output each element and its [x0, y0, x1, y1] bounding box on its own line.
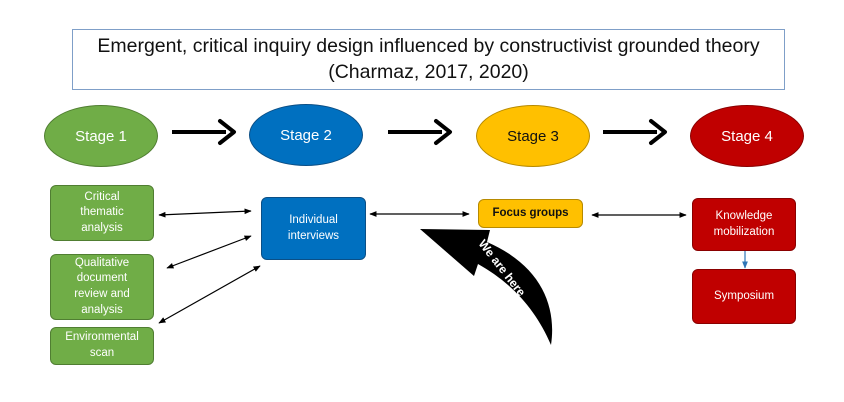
environmental-scan-box: Environmental scan — [50, 327, 154, 365]
focus-groups-box: Focus groups — [478, 199, 583, 228]
we-are-here-arrow — [420, 229, 553, 345]
stage-arrow-1-2 — [172, 119, 236, 145]
qualitative-document-review-box: Qualitative document review and analysis — [50, 254, 154, 320]
symposium-box: Symposium — [692, 269, 796, 324]
connector-document-interviews — [166, 235, 252, 269]
stage-4-node: Stage 4 — [690, 105, 804, 167]
stage-arrow-3-4 — [603, 119, 667, 145]
critical-thematic-analysis-box: Critical thematic analysis — [50, 185, 154, 241]
stage-arrow-2-3 — [388, 119, 452, 145]
stage-1-node: Stage 1 — [44, 105, 158, 167]
stage-3-node: Stage 3 — [476, 105, 590, 167]
connector-scan-interviews — [158, 265, 261, 324]
knowledge-mobilization-box: Knowledge mobilization — [692, 198, 796, 251]
individual-interviews-box: Individual interviews — [261, 197, 366, 260]
stage-2-node: Stage 2 — [249, 104, 363, 166]
connector-thematic-interviews — [158, 208, 252, 218]
diagram-title: Emergent, critical inquiry design influe… — [72, 29, 785, 90]
